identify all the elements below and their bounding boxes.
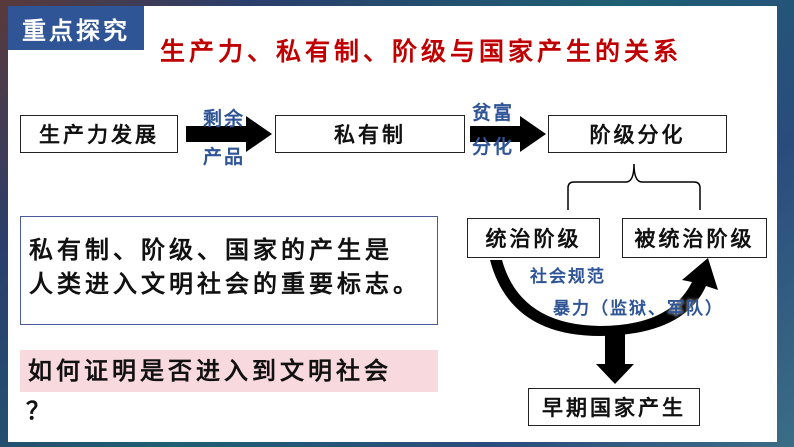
question-mark: ？: [26, 396, 54, 425]
box-ruling-class: 统治阶级: [467, 218, 600, 258]
bracket: [567, 163, 701, 210]
question-box: 如何证明是否进入到文明社会: [20, 350, 438, 392]
label-wealth-2: 分化: [472, 136, 515, 158]
label-wealth-1: 贫富: [472, 102, 515, 124]
arrow-right-1: [186, 116, 272, 152]
box-class-division: 阶级分化: [548, 115, 727, 153]
note-box: 私有制、阶级、国家的产生是 人类进入文明社会的重要标志。: [20, 216, 438, 325]
section-badge: 重点探究: [8, 6, 144, 50]
curved-arrow: [490, 258, 718, 336]
label-surplus-2: 产品: [203, 146, 246, 168]
box-productivity: 生产力发展: [20, 115, 178, 153]
label-violence: 暴力（监狱、军队）: [553, 299, 724, 319]
arrow-down: [596, 332, 634, 384]
box-early-state: 早期国家产生: [528, 388, 700, 426]
label-social-norms: 社会规范: [530, 267, 606, 287]
label-surplus-1: 剩余: [203, 108, 246, 130]
note-line-1: 私有制、阶级、国家的产生是: [29, 235, 393, 264]
note-line-2: 人类进入文明社会的重要标志。: [29, 269, 421, 298]
box-ruled-class: 被统治阶级: [622, 218, 767, 258]
box-private-ownership: 私有制: [275, 115, 465, 153]
arrow-right-2: [470, 116, 546, 152]
slide-title: 生产力、私有制、阶级与国家产生的关系: [160, 37, 683, 66]
